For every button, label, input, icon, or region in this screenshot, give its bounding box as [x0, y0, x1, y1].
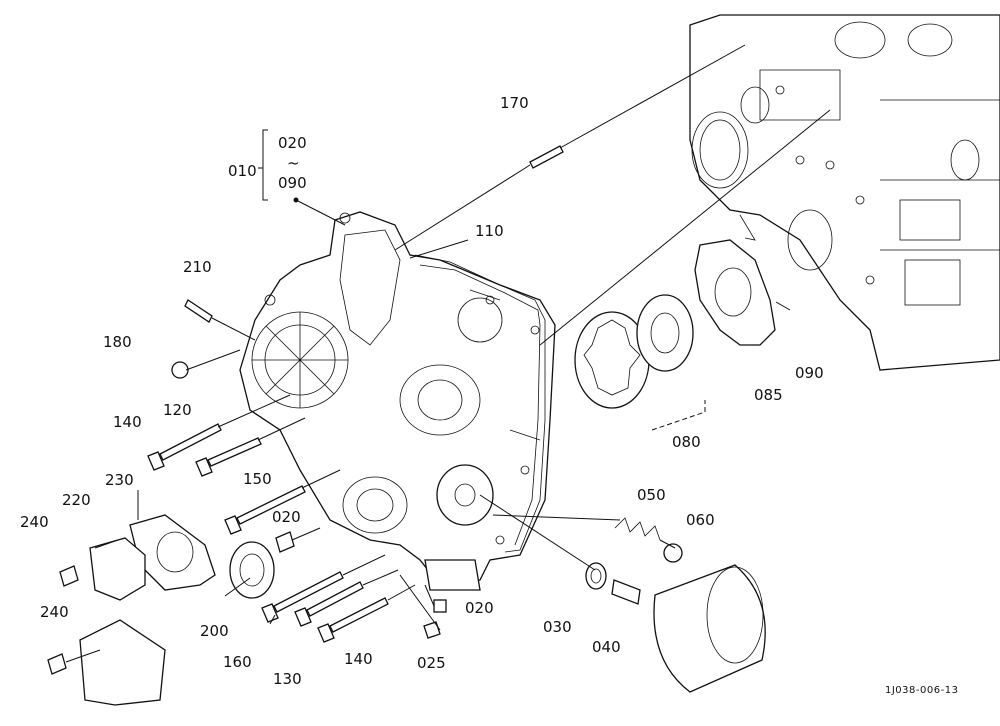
label-090: 090: [795, 364, 824, 382]
label-230: 230: [105, 471, 134, 489]
gear-case-drawing: [239, 211, 556, 591]
label-150: 150: [243, 470, 272, 488]
label-020-range-start: 020: [278, 134, 307, 152]
label-210: 210: [183, 258, 212, 276]
part-labels: 010 020 ~ 090 170 110 210 180 140 120 23…: [20, 94, 958, 696]
label-060: 060: [686, 511, 715, 529]
label-180: 180: [103, 333, 132, 351]
engine-block-drawing: [689, 14, 1000, 371]
label-140-lower: 140: [344, 650, 373, 668]
label-200: 200: [200, 622, 229, 640]
label-050: 050: [637, 486, 666, 504]
label-020-pin: 020: [272, 508, 301, 526]
leader-lines: [65, 44, 831, 663]
label-130: 130: [273, 670, 302, 688]
label-160: 160: [223, 653, 252, 671]
label-240-lower: 240: [40, 603, 69, 621]
label-025: 025: [417, 654, 446, 672]
label-range-tilde: ~: [287, 154, 300, 172]
label-080: 080: [672, 433, 701, 451]
label-170: 170: [500, 94, 529, 112]
label-085: 085: [754, 386, 783, 404]
label-110: 110: [475, 222, 504, 240]
label-140-upper: 140: [113, 413, 142, 431]
label-010: 010: [228, 162, 257, 180]
label-090-range-end: 090: [278, 174, 307, 192]
label-240-upper: 240: [20, 513, 49, 531]
range-dot: [293, 197, 299, 203]
label-040: 040: [592, 638, 621, 656]
oil-pump-drawing: [574, 239, 776, 431]
label-030: 030: [543, 618, 572, 636]
gasket-drawing: [414, 254, 546, 553]
label-120: 120: [163, 401, 192, 419]
label-220: 220: [62, 491, 91, 509]
figure-code: 1J038-006-13: [885, 685, 958, 696]
label-020-plug: 020: [465, 599, 494, 617]
